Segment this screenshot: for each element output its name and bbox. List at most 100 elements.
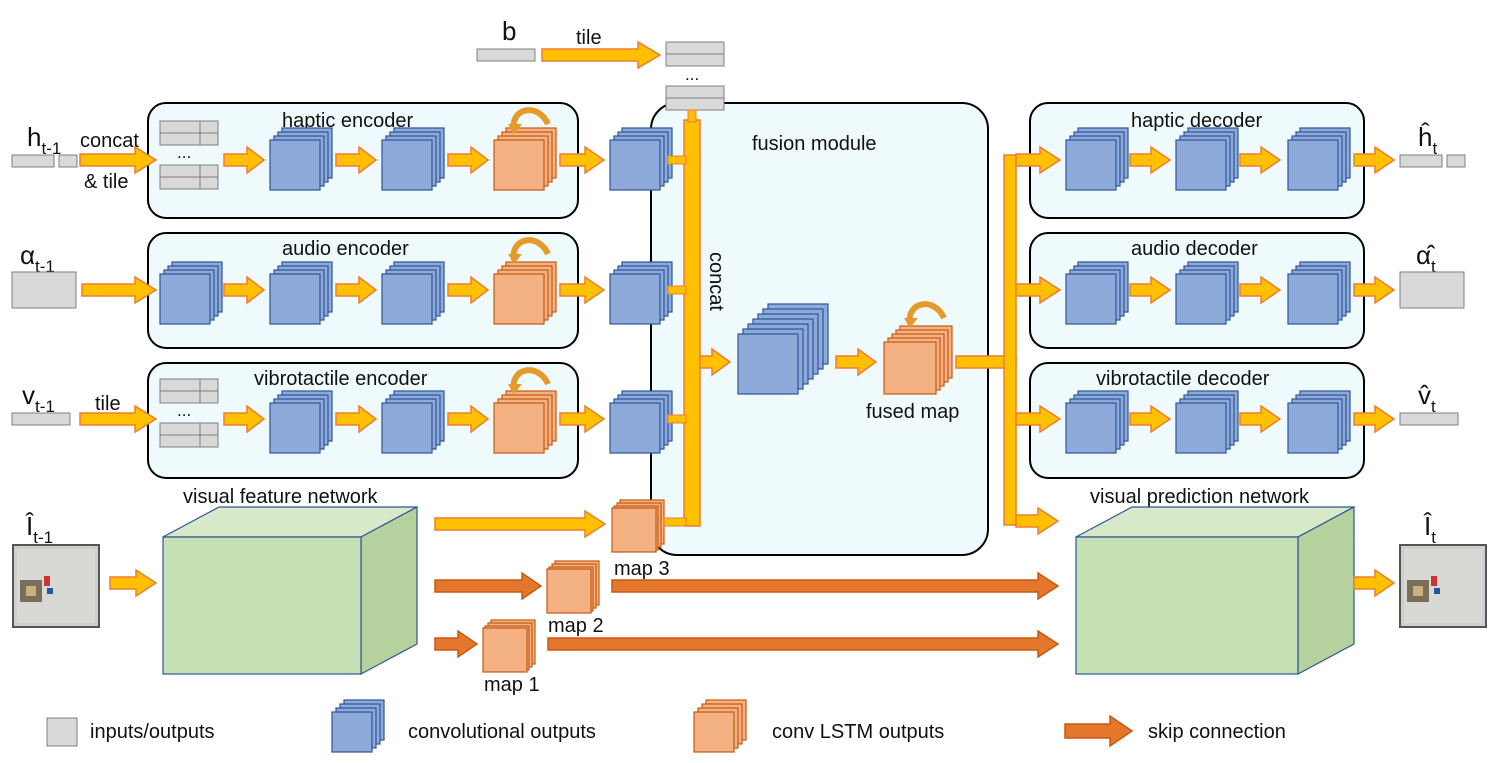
- audio-out-arrow: [1353, 275, 1396, 305]
- legend-lstm-label: conv LSTM outputs: [772, 721, 944, 743]
- b-connector: [687, 109, 697, 123]
- fused-map-stack: [883, 325, 953, 395]
- link-h: [667, 155, 687, 165]
- h-input-bar2: [58, 154, 78, 168]
- haptic-dots: ...: [177, 143, 191, 162]
- v-input-bar: [11, 412, 71, 426]
- v-output-bar: [1399, 412, 1459, 426]
- to-visual-prediction: [1015, 506, 1060, 536]
- h-output-label: ĥt: [1418, 122, 1437, 158]
- audio-lstm: [493, 261, 557, 325]
- fusion-module-title: fusion module: [752, 133, 877, 155]
- audio-dec2: [1175, 261, 1239, 325]
- haptic-enc-out: [609, 127, 673, 191]
- i-output-image: [1399, 544, 1487, 628]
- arrow: [1239, 145, 1282, 175]
- vibro-dec1: [1065, 390, 1129, 454]
- concat-tile-label1: concat: [80, 130, 139, 152]
- fused-arrow: [835, 347, 878, 377]
- b-tiled-4: [665, 97, 725, 111]
- arrow: [447, 275, 490, 305]
- visual-feature-block: [162, 505, 418, 676]
- arrow: [1239, 404, 1282, 434]
- map2-skip-arrow: [611, 571, 1060, 601]
- tile-label-top: tile: [576, 27, 602, 49]
- haptic-out-arrow: [1353, 145, 1396, 175]
- concat-vertical-label: concat: [705, 252, 727, 311]
- vibro-dec3: [1287, 390, 1351, 454]
- vibro-conv2: [381, 390, 445, 454]
- map1-label: map 1: [484, 674, 540, 696]
- vibro-dots: ...: [177, 401, 191, 420]
- map2-stack: [546, 560, 600, 614]
- link-v: [667, 414, 687, 424]
- fused-conv-stack: [737, 303, 829, 395]
- legend-skip-arrow: [1064, 714, 1134, 748]
- map2-arrow: [434, 571, 543, 601]
- a-in-arrow: [81, 275, 158, 305]
- to-haptic-decoder: [1015, 145, 1062, 175]
- audio-conv2: [381, 261, 445, 325]
- visual-prediction-block: [1075, 505, 1355, 676]
- fused-map-label: fused map: [866, 401, 959, 423]
- arrow: [1129, 404, 1172, 434]
- b-tiled-3: [665, 85, 725, 99]
- v-input-label: vt-1: [22, 380, 55, 416]
- haptic-lstm: [493, 127, 557, 191]
- h-output-bar2: [1446, 154, 1466, 168]
- b-label: b: [502, 16, 516, 46]
- h-output-bar: [1399, 154, 1443, 168]
- visual-feature-title: visual feature network: [183, 486, 379, 508]
- i-input-label: Ît-1: [25, 511, 53, 547]
- arrow: [559, 145, 606, 175]
- vibro-encoder-title: vibrotactile encoder: [254, 368, 428, 390]
- tile-label-v: tile: [95, 393, 121, 415]
- concat-tile-label2: & tile: [84, 171, 128, 193]
- arrow: [1129, 145, 1172, 175]
- b-tiled-1: [665, 41, 725, 55]
- to-vibro-decoder: [1015, 404, 1062, 434]
- b-dots: ...: [685, 65, 699, 84]
- audio-decoder-title: audio decoder: [1131, 238, 1258, 260]
- i-in-arrow: [109, 568, 158, 598]
- audio-conv1: [269, 261, 333, 325]
- legend-conv-label: convolutional outputs: [408, 721, 596, 743]
- audio-conv0: [159, 261, 223, 325]
- legend-lstm-swatch: [693, 699, 747, 753]
- link-a: [667, 285, 687, 295]
- b-input: [476, 48, 536, 62]
- vibro-out-arrow: [1353, 404, 1396, 434]
- a-output-box: [1399, 271, 1465, 309]
- a-output-label: α̂t: [1416, 240, 1436, 276]
- i-out-arrow: [1353, 568, 1396, 598]
- link-map3: [663, 517, 687, 527]
- legend-skip-label: skip connection: [1148, 721, 1286, 743]
- arrow: [223, 404, 266, 434]
- arrow: [335, 275, 378, 305]
- arrow: [335, 404, 378, 434]
- haptic-conv1: [269, 127, 333, 191]
- h-in-arrow: [79, 145, 158, 175]
- haptic-decoder-title: haptic decoder: [1131, 110, 1263, 132]
- legend-io-label: inputs/outputs: [90, 721, 215, 743]
- map3-label: map 3: [614, 558, 670, 580]
- h-input-bar: [11, 154, 55, 168]
- haptic-dec1: [1065, 127, 1129, 191]
- arrow: [223, 275, 266, 305]
- map1-skip-arrow: [547, 629, 1060, 659]
- audio-dec1: [1065, 261, 1129, 325]
- i-input-image: [12, 544, 100, 628]
- to-audio-decoder: [1015, 275, 1062, 305]
- arrow: [447, 404, 490, 434]
- arrow: [559, 404, 606, 434]
- fusion-out-v: [1003, 154, 1017, 526]
- haptic-encoder-title: haptic encoder: [282, 110, 414, 132]
- visual-prediction-title: visual prediction network: [1090, 486, 1310, 508]
- map3-arrow: [434, 509, 607, 539]
- arrow: [559, 275, 606, 305]
- vibro-decoder-title: vibrotactile decoder: [1096, 368, 1270, 390]
- vibro-dec2: [1175, 390, 1239, 454]
- arrow: [223, 145, 266, 175]
- i-output-label: Ît: [1423, 511, 1436, 547]
